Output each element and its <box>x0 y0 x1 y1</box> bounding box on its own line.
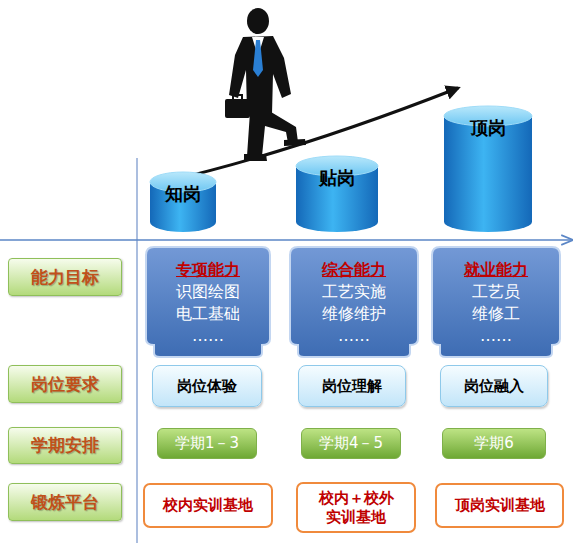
requirement-box: 岗位体验 <box>152 365 262 407</box>
figure-head <box>247 8 269 34</box>
cylinder-body <box>444 116 532 232</box>
ability-outline <box>290 247 418 357</box>
ability-outline <box>432 247 560 357</box>
node-text: 识图绘图 电工基础 …… <box>171 281 245 347</box>
row-label: 锻炼平台 <box>8 483 122 521</box>
platform-box: 校内实训基地 <box>143 483 273 528</box>
node-text: 工艺员 维修工 …… <box>459 281 533 347</box>
ability-outline <box>146 247 270 357</box>
ability-box: 就业能力工艺员 维修工 …… <box>432 247 560 357</box>
row-label: 学期安排 <box>8 427 122 464</box>
semester-pill: 学期4－5 <box>301 428 401 459</box>
node-text: 岗位要求 <box>31 373 99 396</box>
node-text: 学期4－5 <box>319 434 383 453</box>
platform-box: 顶岗实训基地 <box>435 483 564 528</box>
node-text: 学期安排 <box>31 434 99 457</box>
node-text: 顶岗实训基地 <box>455 496 545 515</box>
node-text: 岗位理解 <box>322 377 382 396</box>
requirement-box: 岗位理解 <box>298 365 406 407</box>
figure-tie <box>253 40 263 77</box>
figure-shoe <box>244 154 267 161</box>
node-text: 校内实训基地 <box>163 496 253 515</box>
node-text: 贴岗 <box>319 167 355 189</box>
businessman-figure <box>225 8 306 161</box>
ability-box: 综合能力工艺实施 维修维护 …… <box>290 247 418 357</box>
node-text: 顶岗 <box>470 117 506 139</box>
node-text: 能力目标 <box>31 266 99 289</box>
node-text: 锻炼平台 <box>31 491 99 514</box>
figure-legs <box>247 112 298 156</box>
figure-shoe <box>284 139 306 146</box>
platform-box: 校内＋校外 实训基地 <box>296 482 416 533</box>
stage-cylinder: 知岗 <box>150 172 216 232</box>
node-text: 学期1－3 <box>175 434 239 453</box>
node-text: 岗位体验 <box>177 377 237 396</box>
stage-cylinder: 顶岗 <box>444 106 532 232</box>
node-text: 综合能力 <box>322 259 386 281</box>
horizontal-axis <box>0 239 572 241</box>
vertical-axis <box>136 158 138 543</box>
growth-arrow <box>168 88 458 181</box>
row-label: 岗位要求 <box>8 365 122 403</box>
node-text: 工艺实施 维修维护 …… <box>317 281 391 347</box>
ability-box: 专项能力识图绘图 电工基础 …… <box>146 247 270 357</box>
node-text: 就业能力 <box>464 259 528 281</box>
node-text: 知岗 <box>165 183 201 205</box>
node-text: 岗位融入 <box>464 377 524 396</box>
node-text: 专项能力 <box>176 259 240 281</box>
briefcase-handle <box>233 95 242 99</box>
node-text: 学期6 <box>474 434 514 453</box>
semester-pill: 学期6 <box>442 428 546 459</box>
figure-briefcase <box>225 99 250 118</box>
cylinder-body <box>296 166 378 232</box>
semester-pill: 学期1－3 <box>157 428 257 459</box>
row-label: 能力目标 <box>8 258 122 296</box>
requirement-box: 岗位融入 <box>440 365 548 407</box>
stage-cylinder: 贴岗 <box>296 156 378 232</box>
node-text: 校内＋校外 实训基地 <box>315 489 398 527</box>
